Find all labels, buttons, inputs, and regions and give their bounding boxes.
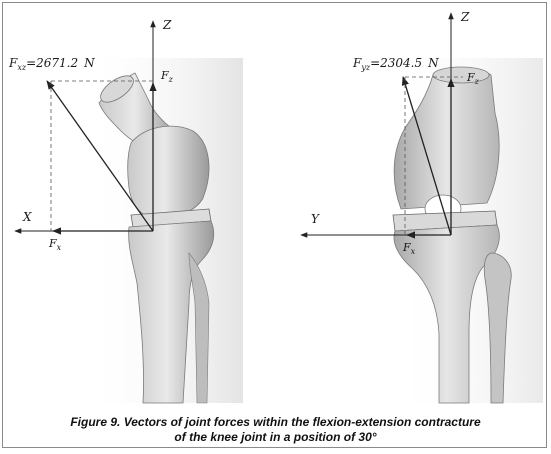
- left-z-axis-label: Z: [162, 18, 172, 32]
- left-fibula: [188, 252, 210, 404]
- right-z-axis-label: Z: [460, 10, 470, 24]
- right-panel-vectors: [300, 12, 463, 239]
- left-x-axis-label: X: [22, 210, 32, 224]
- left-fz-label: Fz: [160, 69, 174, 84]
- caption-line-2: of the knee joint in a position of 30°: [174, 430, 377, 444]
- right-resultant-force-vector: [401, 76, 452, 236]
- left-panel-vectors: [14, 20, 157, 235]
- right-fz-label: Fz: [466, 71, 480, 86]
- left-femur-cut: [100, 75, 134, 103]
- right-fibula: [483, 252, 512, 404]
- left-fx-label: Fx: [48, 237, 62, 252]
- right-knee-model: [392, 66, 512, 404]
- left-resultant-force-vector: [46, 80, 154, 232]
- left-knee-model: [98, 72, 215, 404]
- right-y-axis-label: Y: [311, 212, 320, 226]
- caption-line-1: Figure 9. Vectors of joint forces within…: [70, 415, 481, 429]
- right-femur-cut: [432, 66, 490, 84]
- figure-caption: Figure 9. Vectors of joint forces within…: [3, 415, 548, 445]
- right-fx-label: Fx: [402, 241, 416, 256]
- left-femoral-condyle: [127, 125, 210, 218]
